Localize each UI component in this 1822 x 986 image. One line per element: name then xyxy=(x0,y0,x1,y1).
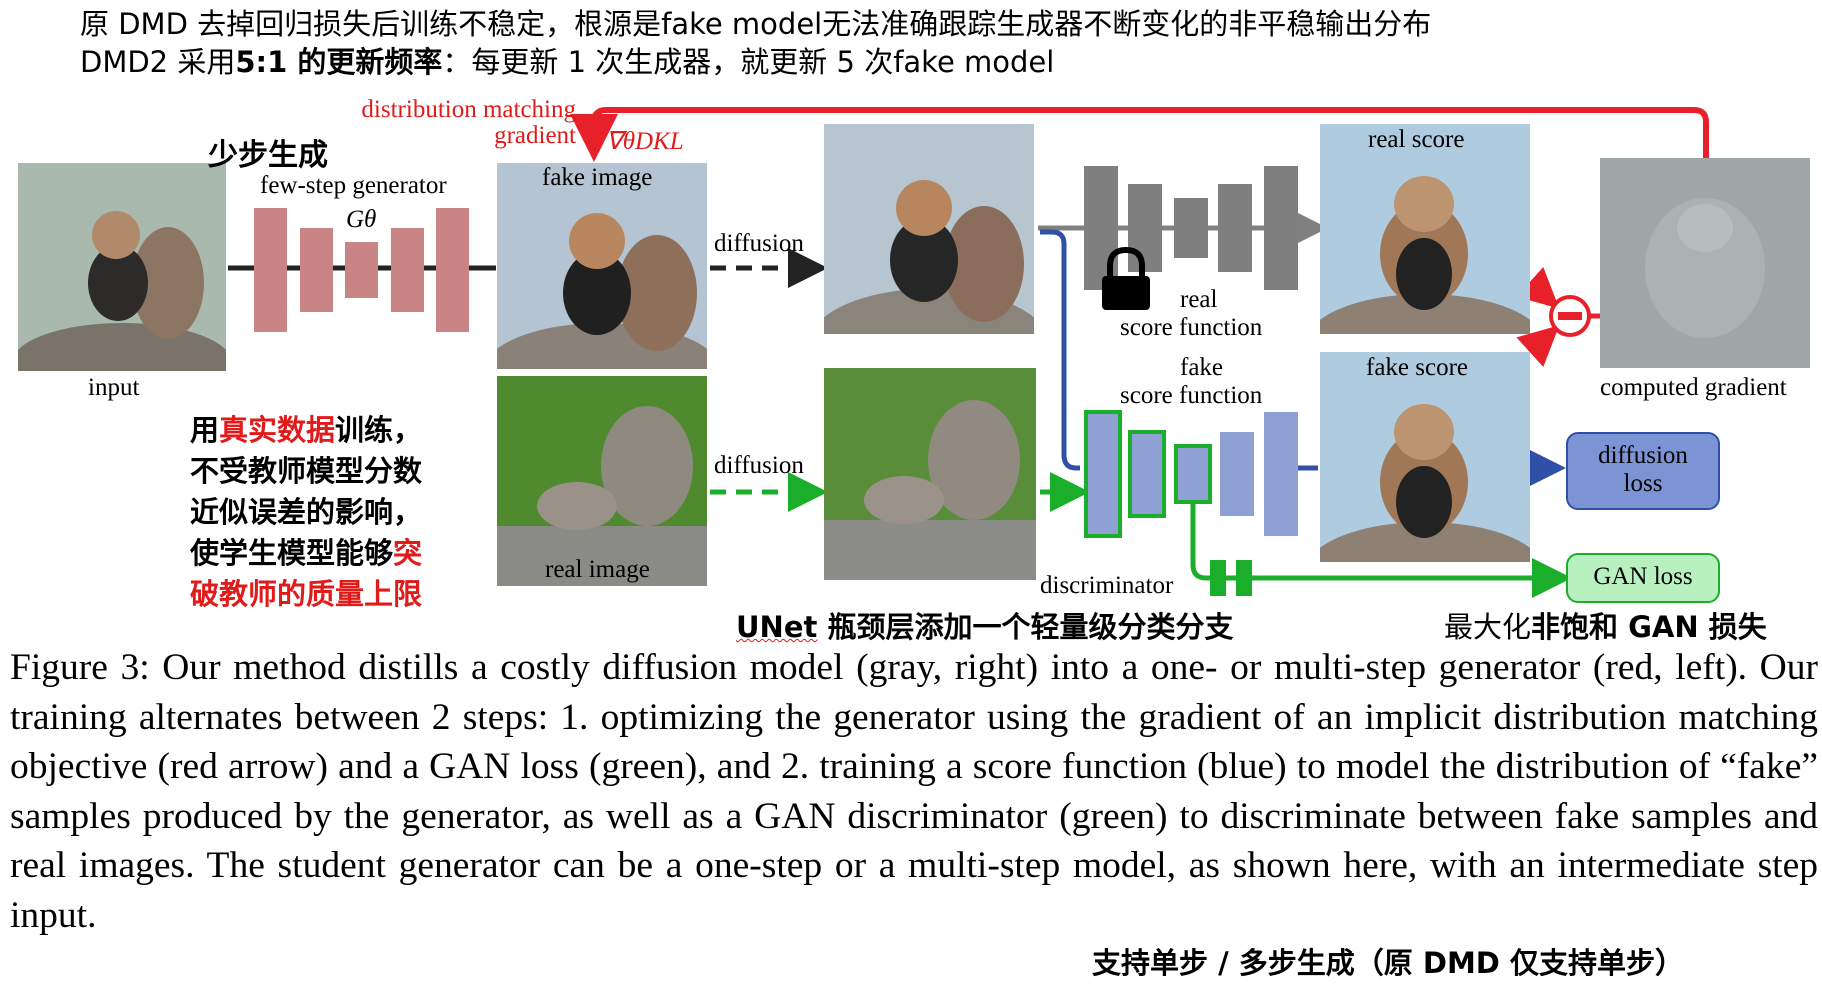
gan-note-a: 最大化 xyxy=(1444,610,1532,644)
fake-score-to-minus xyxy=(1516,325,1560,367)
left-note-line2: 不受教师模型分数 xyxy=(190,454,423,488)
real-image xyxy=(497,376,707,586)
dm-label-1: distribution matching xyxy=(361,96,576,123)
diffusion-loss-label-2: loss xyxy=(1623,470,1663,497)
figure-caption: Figure 3: Our method distills a costly d… xyxy=(10,647,1818,936)
left-note-l4a: 使学生模型能够 xyxy=(190,536,394,570)
diagram-canvas xyxy=(228,107,1709,598)
dm-gradient-arrow xyxy=(570,107,1709,162)
left-note-l1a: 用 xyxy=(190,413,220,447)
fake-image xyxy=(497,163,707,369)
real-score-network xyxy=(1084,166,1298,290)
real-score-label: real score xyxy=(1368,126,1465,153)
real-score-to-minus xyxy=(1516,267,1560,309)
diffusion-loss-box: diffusion loss xyxy=(1566,432,1720,510)
top-note-line2-suffix: ：每更新 1 次生成器，就更新 5 次fake model xyxy=(442,45,1055,79)
real-score-function-2: score function xyxy=(1120,314,1263,341)
fake-score-function-2: score function xyxy=(1120,382,1263,409)
computed-gradient-image xyxy=(1600,158,1810,368)
generator-symbol: Gθ xyxy=(346,206,377,233)
input-label: input xyxy=(88,374,140,401)
computed-gradient-label: computed gradient xyxy=(1600,374,1787,401)
gan-loss-label: GAN loss xyxy=(1593,563,1693,590)
noisy-real-image xyxy=(824,368,1036,580)
left-note-line3: 近似误差的影响， xyxy=(190,495,423,529)
top-note-line2-bold: 5:1 的更新频率 xyxy=(235,45,443,79)
dm-label-2: gradient xyxy=(494,122,576,149)
fake-score-label: fake score xyxy=(1366,354,1469,381)
gan-loss-box: GAN loss xyxy=(1566,553,1720,603)
unet-note-b: 瓶颈层添加一个轻量级分类分支 xyxy=(817,610,1234,644)
diffusion-label-top: diffusion xyxy=(714,230,804,257)
left-note: 用真实数据训练， 不受教师模型分数 近似误差的影响， 使学生模型能够突 破教师的… xyxy=(190,410,422,615)
fake-net-input-line xyxy=(1040,229,1080,471)
left-note-l1b: 训练， xyxy=(335,413,423,447)
unet-note-a: UNet xyxy=(736,610,818,644)
fake-image-label: fake image xyxy=(542,164,653,191)
input-image xyxy=(18,163,226,371)
gan-note: 最大化非饱和 GAN 损失 xyxy=(1444,604,1767,646)
discriminator-line xyxy=(1190,502,1572,598)
discriminator-label: discriminator xyxy=(1040,572,1174,599)
left-note-l1-red: 真实数据 xyxy=(219,413,336,447)
noisy-fake-image xyxy=(824,124,1034,334)
top-note-line2-prefix: DMD2 采用 xyxy=(80,45,236,79)
few-step-title: 少步生成 xyxy=(208,138,328,173)
real-image-label: real image xyxy=(545,556,650,583)
left-note-line5: 破教师的质量上限 xyxy=(190,577,423,611)
fake-score-image xyxy=(1320,352,1530,562)
bottom-note: 支持单步 / 多步生成（原 DMD 仅支持单步） xyxy=(1092,946,1684,980)
unet-note: UNet 瓶颈层添加一个轻量级分类分支 xyxy=(736,604,1233,646)
dm-symbol: ∇θDKL xyxy=(606,128,684,155)
fake-score-network xyxy=(1084,410,1298,538)
lock-icon xyxy=(1102,246,1150,310)
diffusion-loss-label-1: diffusion xyxy=(1598,442,1688,469)
left-note-line1: 用真实数据训练， xyxy=(190,410,422,451)
gan-note-c: 损失 xyxy=(1698,610,1767,644)
generator-label: few-step generator xyxy=(260,172,447,199)
top-note-line2: DMD2 采用5:1 的更新频率：每更新 1 次生成器，就更新 5 次fake … xyxy=(80,42,1054,82)
minus-circle-icon xyxy=(1549,295,1591,337)
gan-note-b: 非饱和 GAN xyxy=(1531,610,1699,644)
generator-network xyxy=(254,208,469,332)
left-note-line4: 使学生模型能够突 xyxy=(190,533,422,574)
top-note-line1: 原 DMD 去掉回归损失后训练不稳定，根源是fake model无法准确跟踪生成… xyxy=(80,7,1432,41)
real-score-image xyxy=(1320,124,1530,334)
discriminator-head xyxy=(1210,560,1252,596)
diffusion-label-bottom: diffusion xyxy=(714,452,804,479)
fake-score-function-1: fake xyxy=(1180,354,1224,381)
left-note-l4-red: 突 xyxy=(393,536,423,570)
real-score-function-1: real xyxy=(1180,286,1218,313)
